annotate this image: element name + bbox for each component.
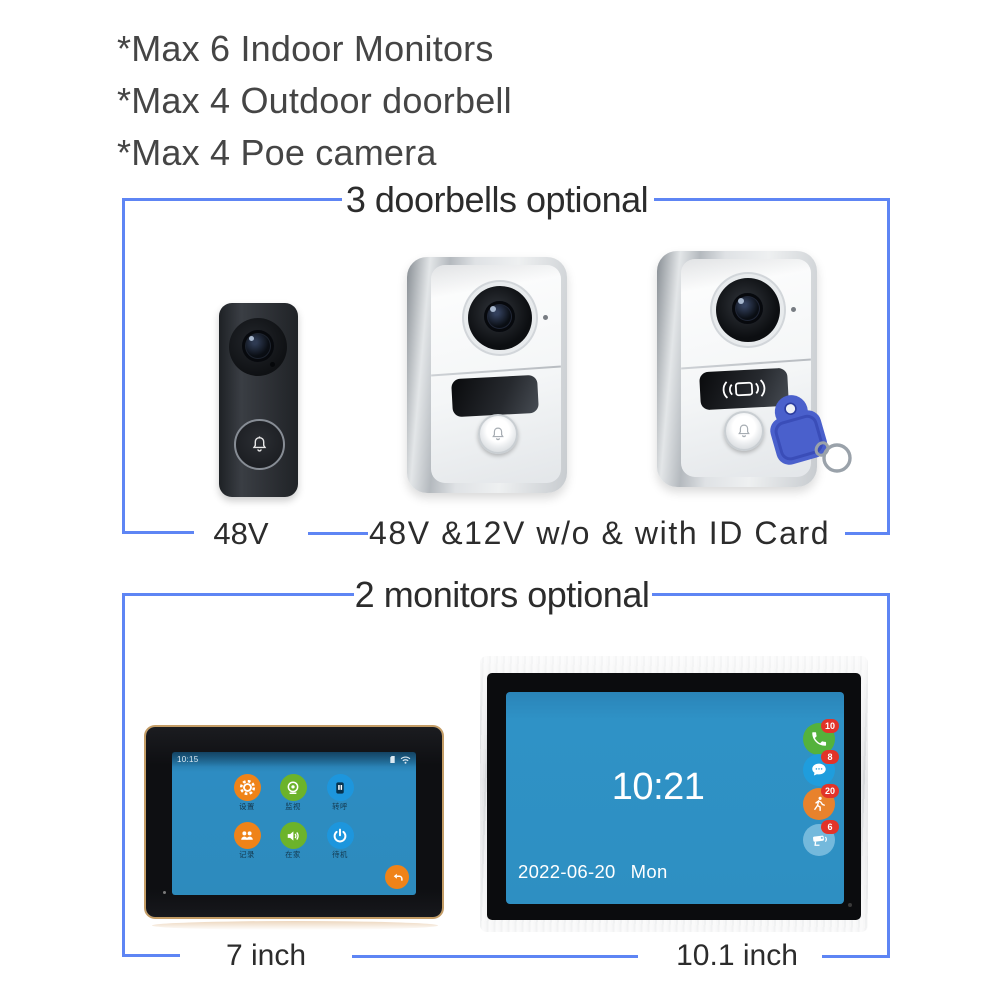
bracket1-bottom-right-dash — [845, 532, 890, 535]
doorbell-button — [724, 411, 764, 451]
wifi-icon — [400, 756, 411, 764]
doorbell-section-title: 3 doorbells optional — [345, 179, 649, 220]
feature-list: *Max 6 Indoor Monitors *Max 4 Outdoor do… — [117, 23, 512, 179]
bracket2-bottom-mid-line — [352, 955, 638, 958]
intercom-icon — [326, 774, 354, 801]
camera-lens-icon — [242, 330, 274, 362]
camera-lens-icon — [732, 293, 763, 324]
monitor-7inch-screen: 10:15 设置 — [172, 752, 416, 895]
doorbell-face — [431, 265, 561, 483]
bracket1-top-left-line — [122, 198, 342, 201]
app-settings: 设置 — [224, 774, 270, 811]
bell-icon — [492, 427, 504, 441]
bracket2-right-line — [887, 593, 890, 957]
feature-line-2: *Max 4 Outdoor doorbell — [117, 80, 512, 121]
sd-card-icon — [390, 756, 395, 763]
bracket2-left-line — [122, 593, 125, 957]
app-records: 记录 — [224, 822, 270, 859]
doorbell-variant-label: 48V &12V w/o & with ID Card — [369, 515, 831, 551]
mic-hole — [848, 903, 852, 907]
bracket1-right-line — [887, 198, 890, 535]
bracket2-bottom-left-stub — [122, 954, 180, 957]
bracket2-top-right-line — [652, 593, 890, 596]
mic-hole — [791, 307, 796, 312]
doorbell-button — [478, 414, 518, 454]
app-ringtone: 在家 — [270, 822, 316, 859]
speaker-icon — [279, 822, 307, 849]
bracket1-bottom-left-stub — [122, 531, 194, 534]
power-icon — [326, 822, 354, 849]
app-transfer-call: 转呼 — [317, 774, 363, 811]
rfid-keyfob — [770, 395, 852, 473]
camera-housing — [716, 278, 780, 342]
monitor-7inch-label: 7 inch — [225, 939, 307, 972]
feature-line-3: *Max 4 Poe camera — [117, 132, 437, 173]
power-led — [163, 891, 166, 894]
camera-icon — [279, 774, 307, 801]
mic-hole — [543, 315, 548, 320]
status-time: 10:15 — [177, 755, 199, 764]
camera-housing — [229, 318, 287, 376]
key-ring — [822, 443, 852, 473]
monitor-7inch: 10:15 设置 — [146, 727, 442, 917]
back-arrow-icon — [385, 865, 409, 889]
seam-line — [681, 358, 811, 370]
bracket1-top-right-line — [654, 198, 890, 201]
ir-window — [451, 374, 539, 418]
seam-line — [431, 365, 561, 377]
camera-lens-icon — [484, 301, 515, 332]
motion-alert-icon: 20 — [803, 784, 839, 820]
people-icon — [233, 822, 261, 849]
doorbell-silver-plain — [407, 257, 567, 493]
rfid-card-icon — [722, 379, 766, 399]
gear-icon — [233, 774, 261, 801]
black-doorbell-label: 48V — [213, 516, 269, 551]
cctv-icon: 6 — [803, 820, 839, 856]
clock-time: 10:21 — [611, 766, 705, 808]
bracket2-bottom-right-stub — [822, 955, 890, 958]
bell-icon — [252, 436, 267, 452]
mic-hole — [270, 362, 275, 367]
bracket2-top-left-line — [122, 593, 354, 596]
app-standby: 待机 — [317, 822, 363, 859]
monitor-section-title: 2 monitors optional — [354, 574, 650, 615]
monitor-7inch-reflection — [152, 921, 438, 930]
camera-housing — [468, 286, 532, 350]
rfid-window — [699, 367, 789, 411]
status-bar: 10:15 — [172, 752, 416, 767]
app-monitor: 监视 — [270, 774, 316, 811]
feature-line-1: *Max 6 Indoor Monitors — [117, 28, 494, 69]
doorbell-button — [234, 419, 285, 470]
doorbell-black-48v — [219, 303, 298, 497]
bracket1-left-line — [122, 198, 125, 534]
bell-icon — [738, 424, 750, 438]
messages-icon: 8 — [803, 750, 839, 786]
bracket1-bottom-mid-line — [308, 532, 368, 535]
monitor-10inch-label: 10.1 inch — [676, 939, 798, 972]
missed-calls-icon: 10 — [803, 719, 839, 755]
